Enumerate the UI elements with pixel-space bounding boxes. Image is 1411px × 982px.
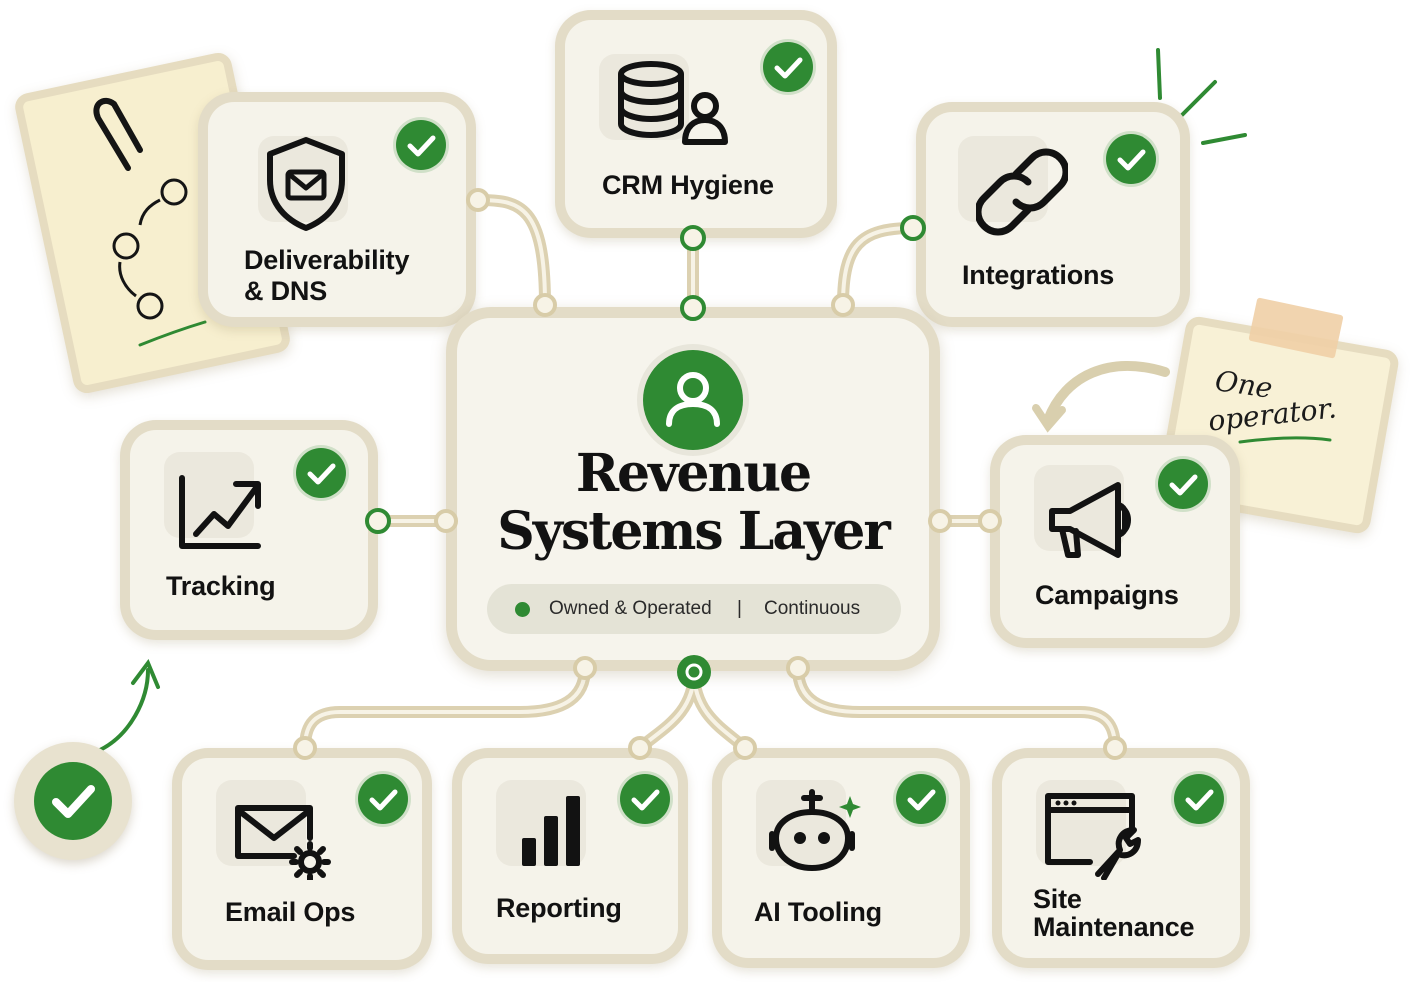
check-icon	[296, 448, 346, 498]
megaphone-icon	[1049, 482, 1131, 558]
reporting-label: Reporting	[496, 893, 622, 923]
check-icon	[358, 774, 408, 824]
ai-tooling-card[interactable]: AI Tooling	[722, 758, 960, 958]
user-icon	[666, 372, 720, 427]
crm-hygiene-card[interactable]: CRM Hygiene	[565, 20, 827, 228]
check-icon	[34, 762, 112, 840]
database-user-icon	[618, 61, 728, 145]
campaigns-card[interactable]: Campaigns	[1000, 445, 1230, 638]
browser-wrench-icon	[1045, 793, 1141, 880]
check-icon	[1158, 459, 1208, 509]
check-icon	[1174, 774, 1224, 824]
check-icon	[763, 42, 813, 92]
site-maintenance-card[interactable]: Site Maintenance	[1002, 758, 1240, 958]
status-separator: |	[737, 598, 742, 619]
site-maintenance-label-line2: Maintenance	[1033, 912, 1195, 942]
link-icon	[976, 148, 1068, 236]
site-maintenance-label: Site	[1033, 884, 1082, 914]
deliverability-label: Deliverability	[244, 245, 410, 275]
completed-badge	[14, 742, 132, 860]
integrations-label: Integrations	[962, 260, 1115, 290]
check-icon	[1106, 134, 1156, 184]
status-continuous: Continuous	[764, 598, 861, 619]
deliverability-card[interactable]: Deliverability & DNS	[208, 102, 466, 317]
revenue-systems-hub[interactable]: Revenue Systems Layer Owned & Operated |…	[457, 318, 929, 660]
email-ops-label: Email Ops	[225, 897, 356, 927]
tracking-card[interactable]: Tracking	[130, 430, 368, 630]
paperclip-icon	[93, 97, 143, 171]
mail-gear-icon	[235, 805, 331, 880]
crm-hygiene-label: CRM Hygiene	[602, 170, 774, 200]
integrations-card[interactable]: Integrations	[926, 112, 1180, 317]
trend-chart-icon	[179, 475, 261, 549]
tracking-label: Tracking	[166, 571, 276, 601]
campaigns-label: Campaigns	[1035, 580, 1179, 610]
workflow-nodes-icon	[112, 178, 188, 320]
hub-title-line1: Revenue	[575, 443, 812, 504]
reporting-card[interactable]: Reporting	[462, 758, 678, 954]
status-owned: Owned & Operated	[549, 598, 712, 619]
bar-chart-icon	[522, 796, 580, 866]
check-icon	[396, 120, 446, 170]
email-ops-card[interactable]: Email Ops	[182, 758, 422, 960]
ai-tooling-label: AI Tooling	[754, 897, 882, 927]
check-icon	[620, 774, 670, 824]
check-icon	[896, 774, 946, 824]
status-dot-icon	[515, 602, 530, 617]
status-pill: Owned & Operated | Continuous	[487, 584, 901, 634]
user-avatar-icon	[637, 344, 749, 456]
deliverability-label-line2: & DNS	[244, 276, 328, 306]
shield-mail-icon	[267, 137, 345, 231]
hub-title-line2: Systems Layer	[497, 501, 891, 562]
robot-icon	[769, 789, 861, 872]
